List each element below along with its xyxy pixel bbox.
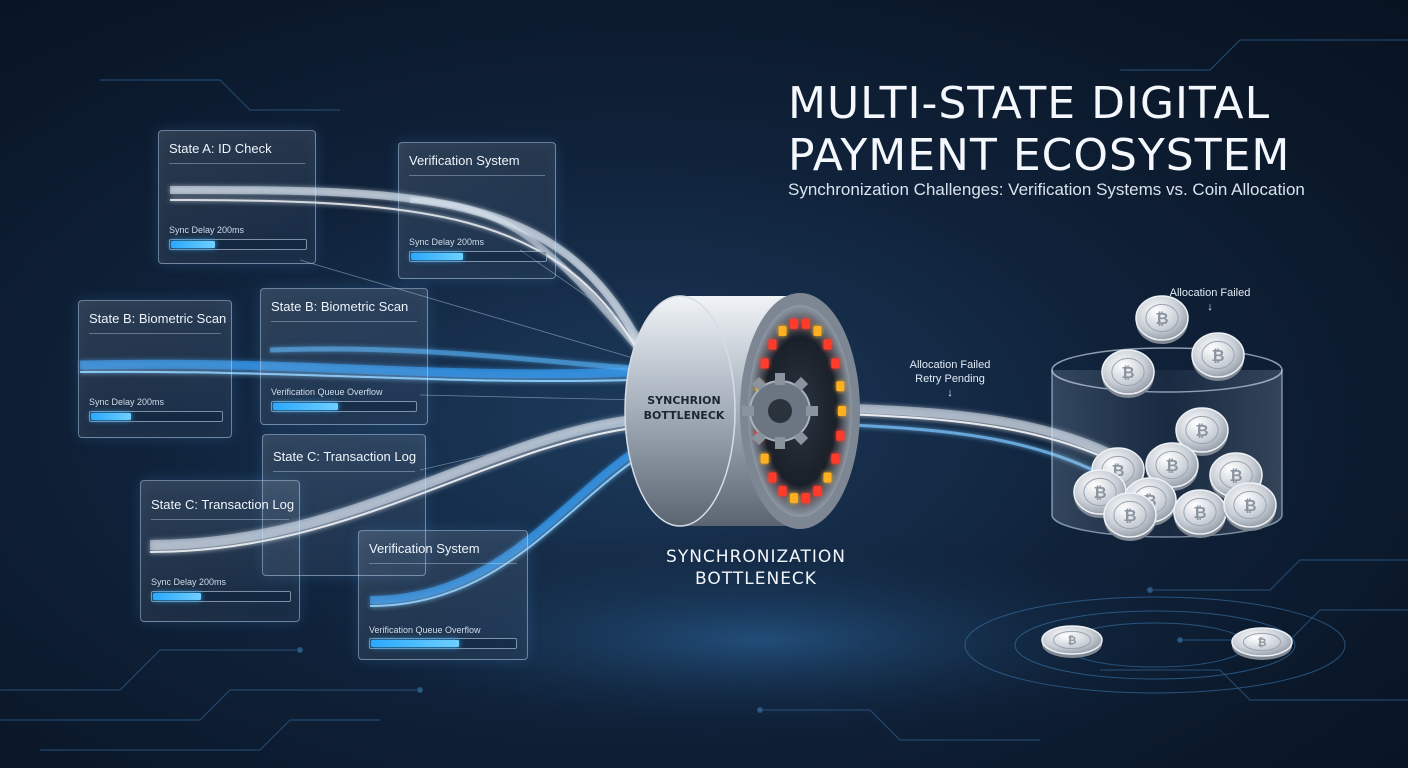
progress-bar [271,401,417,412]
connector-lines [299,249,651,471]
alert-segment [836,381,845,392]
panel-title: State C: Transaction Log [151,497,295,512]
alert-segment [801,493,810,504]
bitcoin-icon: ₿ [1223,482,1277,531]
svg-text:₿: ₿ [1211,346,1224,365]
svg-text:₿: ₿ [1258,636,1267,649]
alert-segment [790,493,799,504]
panel-status: Verification Queue Overflow [271,387,383,397]
alert-segment [801,318,810,329]
bitcoin-icon: ₿ [1173,489,1227,538]
bitcoin-icon: ₿ [1101,349,1155,398]
alert-segment [778,325,787,336]
arrow-down-icon: ↓ [1207,301,1213,313]
progress-fill [153,593,202,600]
bitcoin-icon: ₿ [1191,332,1245,381]
alert-segment [768,472,777,483]
svg-text:₿: ₿ [1243,496,1256,515]
bitcoin-coins: ₿₿₿₿₿₿₿₿₿₿₿₿₿₿ [1041,295,1293,660]
title-line-1: MULTI-STATE DIGITAL [788,78,1271,129]
bottleneck-caption: SYNCHRONIZATION BOTTLENECK [666,547,846,589]
alert-segment [813,486,822,497]
panel-status: Verification Queue Overflow [369,625,481,635]
page-title: MULTI-STATE DIGITAL PAYMENT ECOSYSTEM [788,78,1388,182]
progress-fill [91,413,131,420]
panel-state-b: State B: Biometric Scan Sync Delay 200ms [78,300,232,438]
alert-segment [778,486,787,497]
panel-verification-2: Verification System Verification Queue O… [358,530,528,660]
panel-state-b-scan: State B: Biometric Scan Verification Que… [260,288,428,425]
progress-bar [151,591,291,602]
panel-status: Sync Delay 200ms [409,237,485,247]
page-subtitle: Synchronization Challenges: Verification… [788,180,1305,199]
allocation-failed-label: Allocation Failed ↓ [1169,287,1251,313]
progress-fill [171,241,215,248]
bitcoin-icon: ₿ [1231,627,1293,660]
alert-segment [760,453,769,464]
flow-streams [79,186,1143,607]
circuit-traces [0,39,1408,751]
allocation-failed-retry-label: Allocation Failed Retry Pending ↓ [909,359,991,399]
progress-fill [411,253,463,260]
svg-text:₿: ₿ [1229,466,1242,485]
svg-text:₿: ₿ [1121,363,1134,382]
alert-segment [790,318,799,329]
bitcoin-icon: ₿ [1145,442,1199,491]
panel-status: Sync Delay 200ms [89,397,165,407]
panel-title: State B: Biometric Scan [271,299,409,314]
svg-text:₿: ₿ [1195,421,1208,440]
alert-segment [823,472,832,483]
title-line-2: PAYMENT ECOSYSTEM [788,130,1291,181]
panel-status: Sync Delay 200ms [169,225,245,235]
svg-text:₿: ₿ [1165,456,1178,475]
bitcoin-icon: ₿ [1041,625,1103,658]
alert-segment [831,453,840,464]
progress-bar [369,638,517,649]
panel-title: Verification System [369,541,480,556]
svg-text:₿: ₿ [1155,309,1168,328]
progress-bar [89,411,223,422]
arrow-down-icon: ↓ [947,387,953,399]
bitcoin-icon: ₿ [1103,492,1157,541]
panel-state-a: State A: ID Check Sync Delay 200ms [158,130,316,264]
panel-state-c: State C: Transaction Log [262,434,426,576]
progress-bar [409,251,547,262]
panel-title: Verification System [409,153,520,168]
gear-icon [742,373,818,449]
progress-bar [169,239,307,250]
svg-text:₿: ₿ [1068,634,1077,647]
alert-segment [823,339,832,350]
panel-title: State A: ID Check [169,141,272,156]
alert-segment [838,406,846,416]
floor-glow [240,530,1280,750]
svg-text:₿: ₿ [1193,503,1206,522]
progress-fill [371,640,459,647]
alert-segment [836,430,845,441]
alert-segment [760,358,769,369]
alert-segment [768,339,777,350]
cylinder-label: SYNCHRION BOTTLENECK [643,394,725,422]
progress-fill [273,403,338,410]
bottleneck-cylinder [624,293,860,529]
panel-status: Sync Delay 200ms [151,577,227,587]
bitcoin-icon: ₿ [1135,295,1189,344]
svg-text:₿: ₿ [1093,483,1106,502]
panel-verification-1: Verification System Sync Delay 200ms [398,142,556,279]
bitcoin-icon: ₿ [1209,452,1263,501]
panel-title: State C: Transaction Log [273,449,417,464]
alert-segment [831,358,840,369]
svg-text:₿: ₿ [1123,506,1136,525]
panel-title: State B: Biometric Scan [89,311,227,326]
panel-state-c-log: State C: Transaction Log Sync Delay 200m… [140,480,300,622]
bitcoin-icon: ₿ [1175,407,1229,456]
alert-segment [813,325,822,336]
